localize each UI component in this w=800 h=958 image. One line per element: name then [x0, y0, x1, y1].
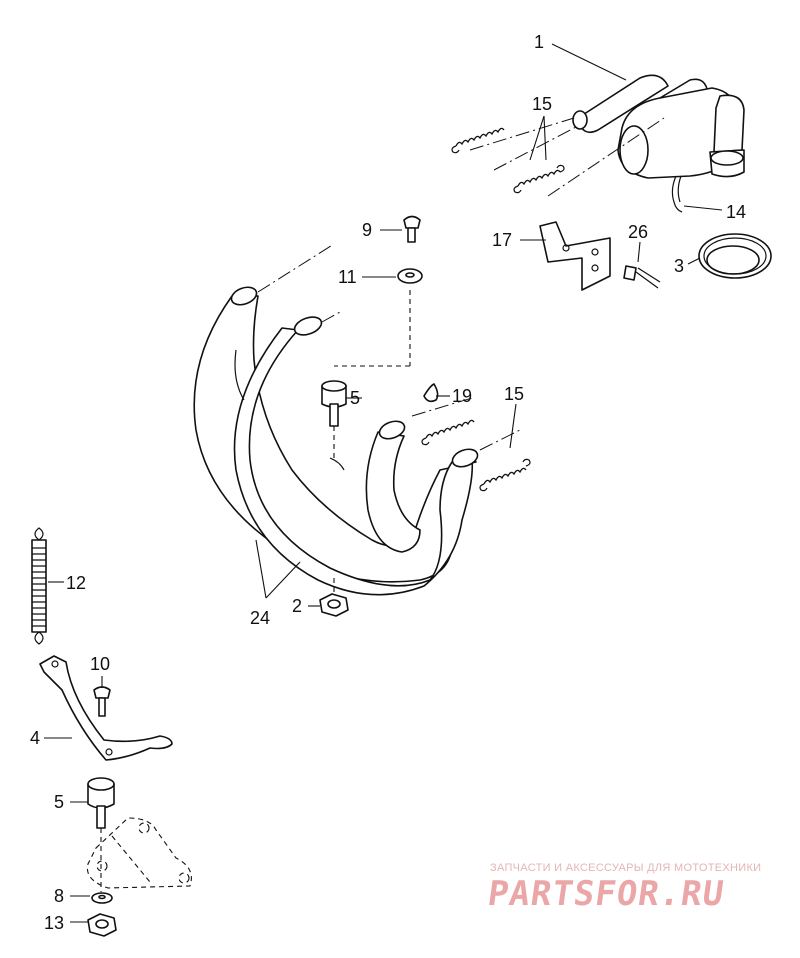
muffler-part-1	[572, 74, 745, 213]
washer-part-11	[397, 268, 423, 284]
spring-part-15-upper-b	[513, 164, 565, 194]
spring-part-12	[31, 527, 47, 645]
label-part-26: 26	[628, 222, 648, 242]
label-part-3: 3	[674, 256, 684, 276]
label-part-11: 11	[338, 267, 357, 287]
bushing-part-5-upper	[321, 380, 347, 427]
spring-part-15-upper-a	[451, 127, 505, 154]
label-part-8: 8	[54, 886, 64, 906]
label-part-5-lower: 5	[54, 792, 64, 812]
clip-part-19	[423, 383, 439, 403]
watermark-logo: PARTSFOR.RU	[485, 874, 727, 914]
label-part-14: 14	[726, 202, 746, 222]
rivet-part-26	[623, 265, 661, 289]
bolt-part-10	[93, 686, 111, 717]
strap-part-4	[39, 655, 173, 761]
leader-lines	[44, 43, 723, 923]
label-part-1: 1	[534, 32, 544, 52]
spring-part-15-lower-a	[421, 419, 475, 446]
label-part-17: 17	[492, 230, 512, 250]
nut-part-2	[319, 593, 349, 617]
label-part-12: 12	[66, 573, 86, 593]
nut-part-13	[87, 913, 117, 937]
label-part-19: 19	[452, 386, 472, 406]
frame-mount-ghost	[86, 817, 192, 889]
label-part-4: 4	[30, 728, 40, 748]
watermark-tagline: ЗАПЧАСТИ И АКСЕССУАРЫ ДЛЯ МОТОТЕХНИКИ	[490, 862, 762, 874]
label-part-5-upper: 5	[350, 388, 360, 408]
callout-labels: 1 15 14 17 26 3 9 11 5 19 15 2 24 12 10 …	[30, 32, 746, 933]
label-part-15-upper: 15	[532, 94, 552, 114]
washer-part-8	[91, 892, 113, 904]
label-part-9: 9	[362, 220, 372, 240]
bolt-part-9	[403, 215, 421, 243]
label-part-2: 2	[292, 596, 302, 616]
bushing-part-5-lower	[87, 777, 115, 829]
alignment-lines	[100, 117, 665, 892]
gasket-part-3	[698, 233, 772, 279]
label-part-24: 24	[250, 608, 270, 628]
label-part-15-lower: 15	[504, 384, 524, 404]
label-part-10: 10	[90, 654, 110, 674]
bracket-part-17	[539, 221, 611, 291]
exhaust-pipes-part-24	[193, 286, 479, 596]
label-part-13: 13	[44, 913, 64, 933]
spring-part-15-lower-b	[479, 458, 531, 492]
